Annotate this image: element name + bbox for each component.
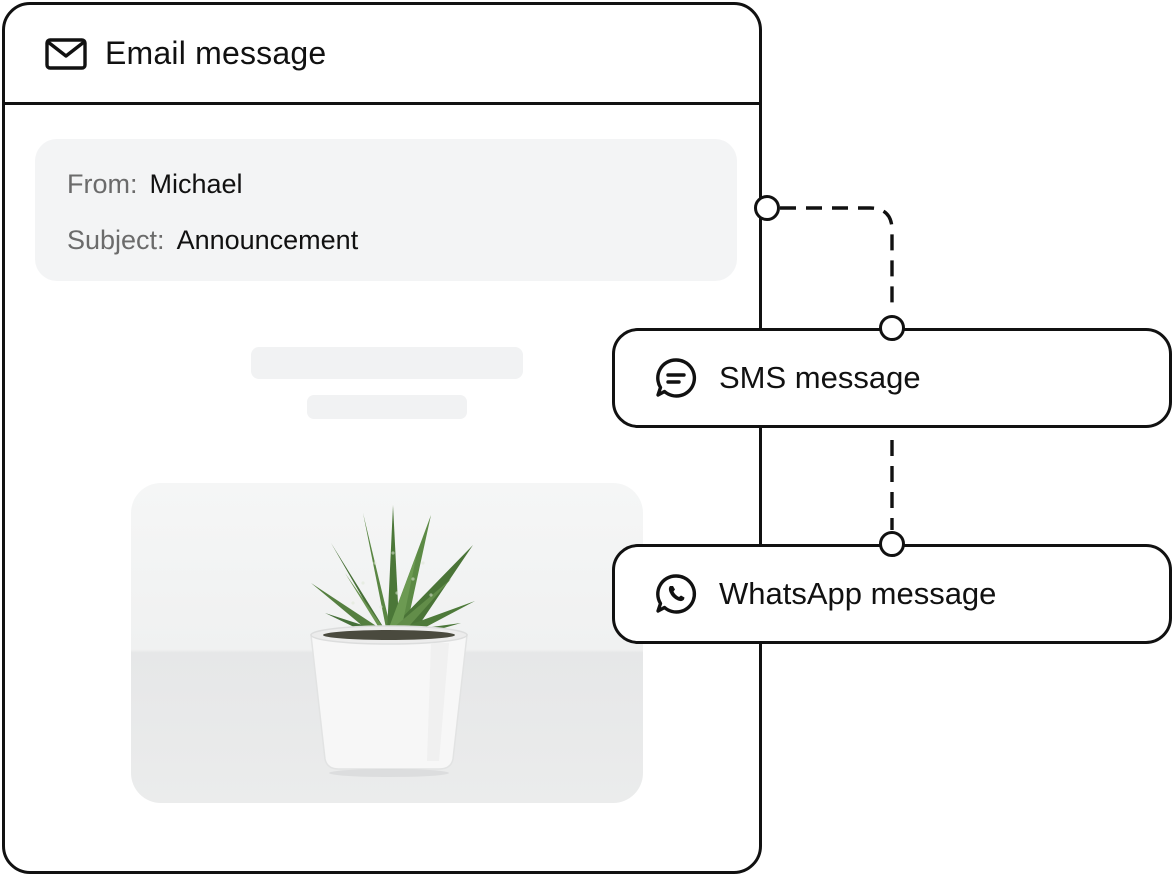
connector-node-email [754,195,780,221]
from-row: From: Michael [67,169,243,200]
connector-node-sms [879,315,905,341]
email-meta-box: From: Michael Subject: Announcement [35,139,737,281]
plant-leaves [311,505,475,641]
placeholder-line-long [251,347,523,379]
plant-photo [131,483,643,803]
plant-pot [310,625,468,777]
whatsapp-message-card: WhatsApp message [612,544,1172,644]
sms-message-card: SMS message [612,328,1172,428]
connector-node-whatsapp [879,531,905,557]
subject-row: Subject: Announcement [67,225,358,256]
from-value: Michael [149,169,243,199]
placeholder-line-short [307,395,467,419]
subject-value: Announcement [176,225,359,255]
sms-message-label: SMS message [719,360,921,395]
subject-label: Subject: [67,225,165,255]
from-label: From: [67,169,138,199]
whatsapp-message-label: WhatsApp message [719,576,997,611]
email-message-card: Email message From: Michael Subject: Annou… [2,2,762,874]
mail-icon [45,33,87,75]
email-title: Email message [105,35,327,71]
whatsapp-icon [655,572,699,616]
email-header: Email message [5,5,759,105]
chat-bubble-icon [655,356,699,400]
